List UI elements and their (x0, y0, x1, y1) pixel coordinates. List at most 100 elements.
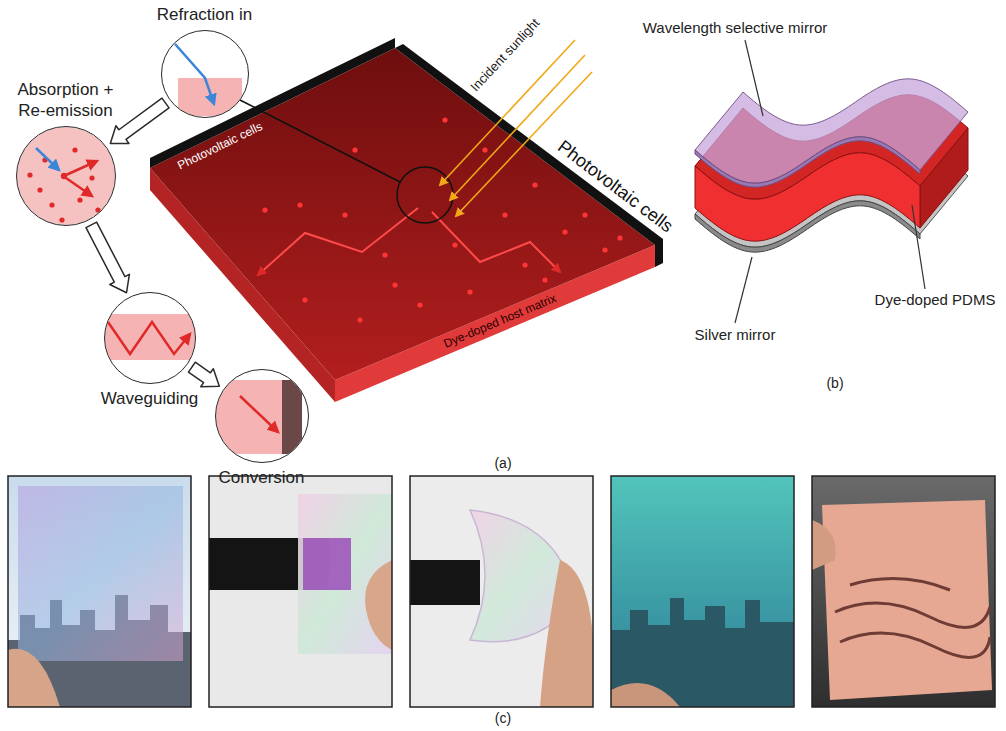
refraction-inset (175, 44, 242, 116)
emission-path (258, 208, 418, 275)
dye-dot (302, 297, 307, 302)
dye-dot (582, 212, 587, 217)
pv-cell-bar (150, 38, 395, 168)
process-circle: Conversion (215, 369, 309, 463)
emission-ray (108, 322, 190, 354)
matrix-band (100, 314, 200, 360)
film-stripe (850, 579, 950, 590)
dye-dot (522, 262, 527, 267)
hollow-arrow (110, 98, 169, 143)
annotation-label: Dye-doped host matrix (442, 291, 559, 351)
dye-dot (95, 207, 100, 212)
hand (540, 560, 593, 707)
lsc-film (822, 500, 992, 700)
light-ray (36, 148, 59, 170)
photo-frame (611, 476, 794, 707)
annotation-label: Wavelength selective mirror (643, 19, 828, 37)
dye-dot (77, 197, 82, 202)
dye-dot (352, 147, 357, 152)
zoom-marker (397, 167, 453, 223)
logo-banner (410, 560, 480, 605)
dye-dot (617, 235, 622, 240)
dye-dot (562, 229, 567, 234)
hand (611, 683, 680, 707)
dye-dot (297, 202, 302, 207)
photo (812, 476, 995, 707)
leader-line (912, 205, 925, 289)
dye-dot (417, 302, 422, 307)
hand (812, 520, 836, 570)
dye-dot (542, 277, 547, 282)
process-circle: Absorption + Re-emission (16, 126, 116, 226)
dye-dot (59, 217, 64, 222)
photo-frame (812, 476, 995, 707)
photo-frame (8, 476, 191, 707)
photo-frames (8, 476, 995, 707)
annotation-label: Photovoltaic cells (175, 119, 265, 173)
leader-line (735, 257, 752, 323)
annotation-label: (a) (494, 455, 511, 472)
hollow-arrow (188, 362, 219, 387)
dye-dot (89, 175, 94, 180)
process-circle: Waveguiding (104, 292, 196, 384)
pv-cell (282, 380, 302, 454)
dye-dot (392, 282, 397, 287)
selective-mirror-layer (695, 79, 968, 187)
hollow-arrow (86, 222, 129, 293)
waveguide-inset (100, 314, 200, 360)
matrix-fill (17, 127, 115, 225)
leader-line (745, 40, 763, 116)
emission-ray (240, 396, 278, 432)
dye-dot (49, 202, 54, 207)
photo-frame (209, 476, 392, 707)
absorption-inset (17, 127, 115, 225)
film-stripe (840, 633, 990, 657)
matrix-block (178, 78, 242, 116)
process-circle: Refraction in (161, 30, 249, 118)
annotation-label: (c) (495, 710, 511, 727)
photo (611, 476, 794, 707)
dye-dot (482, 147, 487, 152)
lsc-film (611, 476, 794, 707)
city-skyline (611, 598, 794, 707)
hand (8, 649, 60, 707)
layer-stack (695, 40, 968, 323)
hand (365, 560, 392, 650)
pv-cell-bar (395, 44, 663, 267)
dye-dot (27, 172, 32, 177)
photo (410, 476, 593, 707)
annotation-label: Photovoltaic cells (553, 136, 677, 237)
annotation-label: Dye-doped PDMS (875, 291, 996, 309)
sheet-edge (695, 137, 920, 187)
photo-ground (812, 476, 995, 707)
lsc-slab (150, 38, 663, 402)
emission-ray (66, 178, 92, 196)
dye-dot (442, 117, 447, 122)
sheet-top (695, 79, 968, 183)
dye-dot (532, 182, 537, 187)
node-label: Waveguiding (75, 389, 225, 409)
dye-dot (382, 252, 387, 257)
dye-dot (262, 207, 267, 212)
dye-dot (467, 289, 472, 294)
dye-dot (37, 187, 42, 192)
emission-ray (66, 161, 97, 175)
photo (209, 476, 392, 707)
dye-dot (452, 242, 457, 247)
logo-through-film (303, 538, 351, 590)
dye-dot (342, 212, 347, 217)
dye-dot (72, 147, 77, 152)
light-ray (175, 44, 214, 104)
node-label: Conversion (187, 468, 337, 488)
dye-dot (357, 317, 362, 322)
matrix-block (210, 380, 282, 454)
photo-ground (8, 476, 191, 707)
node-label: Absorption + Re-emission (11, 80, 121, 121)
dye-dot (502, 212, 507, 217)
emission-path (432, 212, 560, 272)
photo-frame (410, 476, 593, 707)
photo (8, 476, 191, 707)
